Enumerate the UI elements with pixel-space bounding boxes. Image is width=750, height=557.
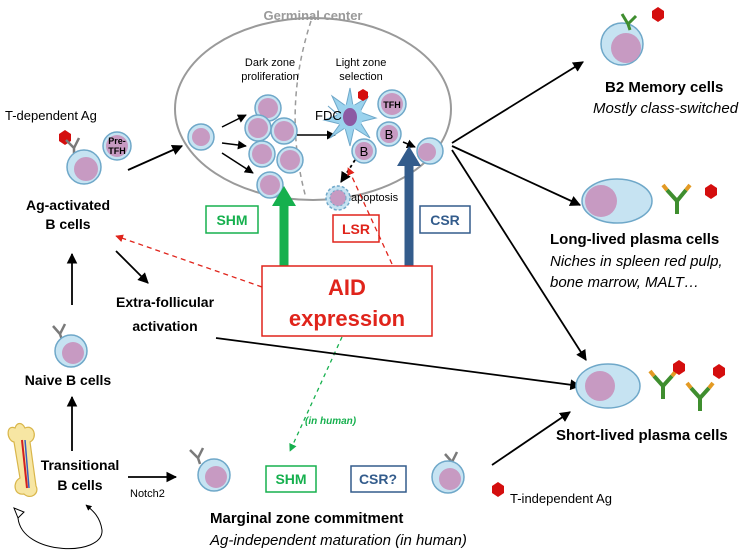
antibody-icon: [685, 381, 715, 411]
marginal-b-cell-2: [431, 451, 465, 494]
gc-title: Germinal center: [264, 8, 363, 23]
antigen-icon: [713, 364, 725, 379]
naive-b-cell: [52, 323, 88, 368]
shm-box-marginal: [265, 465, 317, 493]
self-renewal-return: [13, 507, 25, 519]
pre-tfh-label-1: Pre-: [108, 136, 126, 146]
apoptotic-cell: [325, 185, 351, 211]
llpc-subtitle-1: Niches in spleen red pulp,: [550, 253, 723, 270]
selection-arrow: [402, 139, 416, 149]
ag-activated-label-2: B cells: [45, 216, 90, 232]
bone-marrow-icon: [7, 422, 38, 498]
csr-label: CSR: [430, 212, 460, 228]
aid-to-marginal-arrow: [289, 336, 343, 452]
aid-expression-box: [261, 265, 433, 337]
llpc-title: Long-lived plasma cells: [550, 231, 719, 248]
memory-title: B2 Memory cells: [605, 79, 723, 96]
gc-cell: [254, 94, 282, 122]
short-lived-plasma-cell: [575, 363, 641, 409]
lsr-label: LSR: [342, 221, 370, 237]
csr-box: [419, 205, 471, 234]
llpc-subtitle-2: bone marrow, MALT…: [550, 274, 699, 291]
tfh-label: TFH: [383, 100, 401, 110]
light-zone-b-cell: [351, 138, 377, 164]
memory-b-cell: [600, 13, 644, 66]
light-zone-label-2: selection: [339, 71, 382, 83]
selected-b-cell: [416, 137, 444, 165]
csr-big-arrowhead: [397, 146, 421, 166]
shm-marginal-label: SHM: [275, 471, 306, 487]
light-zone-b-cell: [376, 121, 402, 147]
csr-box-marginal: [350, 465, 407, 493]
slpc-title: Short-lived plasma cells: [556, 427, 728, 444]
ag-activated-b-cell: [65, 137, 102, 185]
gc-cell: [244, 114, 272, 142]
self-renewal-arrow: [17, 504, 103, 550]
apoptosis-label: apoptosis: [351, 192, 399, 204]
fdc-cell: [322, 87, 378, 147]
aid-label-2: expression: [289, 306, 405, 331]
antibody-icon: [648, 369, 678, 399]
aid-to-activated-arrow: [115, 234, 263, 288]
antigen-icon: [673, 360, 685, 375]
long-lived-plasma-cell: [581, 178, 653, 224]
antibody-icon: [661, 183, 692, 214]
marginal-to-slpc-arrow: [491, 411, 571, 466]
gc-cell: [276, 146, 304, 174]
tfh-cell: [377, 89, 407, 119]
gc-cell: [270, 117, 298, 145]
antigen-icon: [705, 184, 717, 199]
shm-big-arrowhead: [272, 186, 296, 206]
to-gc-arrow: [127, 145, 183, 171]
antigen-icon: [492, 482, 504, 497]
extra-follicular-label-2: activation: [132, 318, 197, 334]
notch2-label: Notch2: [130, 488, 165, 500]
gc-cell: [187, 123, 215, 151]
ag-activated-label-1: Ag-activated: [26, 197, 110, 213]
transitional-label-1: Transitional: [41, 457, 120, 473]
dark-zone-arrows: [221, 114, 336, 174]
dark-zone-label-2: proliferation: [241, 71, 298, 83]
memory-subtitle: Mostly class-switched: [593, 100, 739, 117]
marginal-title: Marginal zone commitment: [210, 510, 403, 527]
aid-label-1: AID: [328, 275, 366, 300]
extra-follicular-label-1: Extra-follicular: [116, 294, 215, 310]
light-zone-label-1: Light zone: [336, 57, 387, 69]
b-label-1: B: [385, 127, 394, 142]
shm-label: SHM: [216, 212, 247, 228]
t-independent-label: T-independent Ag: [510, 491, 612, 506]
antigen-icon: [358, 89, 368, 101]
extra-follicular-to-slpc-arrow: [215, 337, 582, 391]
dark-zone-label-1: Dark zone: [245, 57, 295, 69]
shm-box: [205, 205, 259, 234]
marginal-b-cell-1: [189, 447, 231, 492]
naive-label: Naive B cells: [25, 372, 112, 388]
in-human-label: (in human): [305, 416, 357, 427]
marginal-subtitle: Ag-independent maturation (in human): [209, 532, 467, 549]
pre-tfh-cell: [102, 131, 132, 161]
to-extra-follicular-arrow: [115, 250, 149, 284]
pre-tfh-label-2: TFH: [108, 146, 126, 156]
antigen-icon: [652, 7, 664, 22]
transitional-label-2: B cells: [57, 477, 102, 493]
gc-cell: [248, 140, 276, 168]
fdc-label: FDC: [315, 108, 342, 123]
gc-output-arrows: [451, 61, 587, 361]
dark-zone-cells: [187, 94, 304, 199]
gc-cell: [256, 171, 284, 199]
t-dependent-ag-label: T-dependent Ag: [5, 108, 97, 123]
csr-marginal-label: CSR?: [359, 471, 397, 487]
b-label-2: B: [360, 144, 369, 159]
zone-divider: [294, 20, 312, 199]
germinal-center-outline: [174, 17, 452, 201]
